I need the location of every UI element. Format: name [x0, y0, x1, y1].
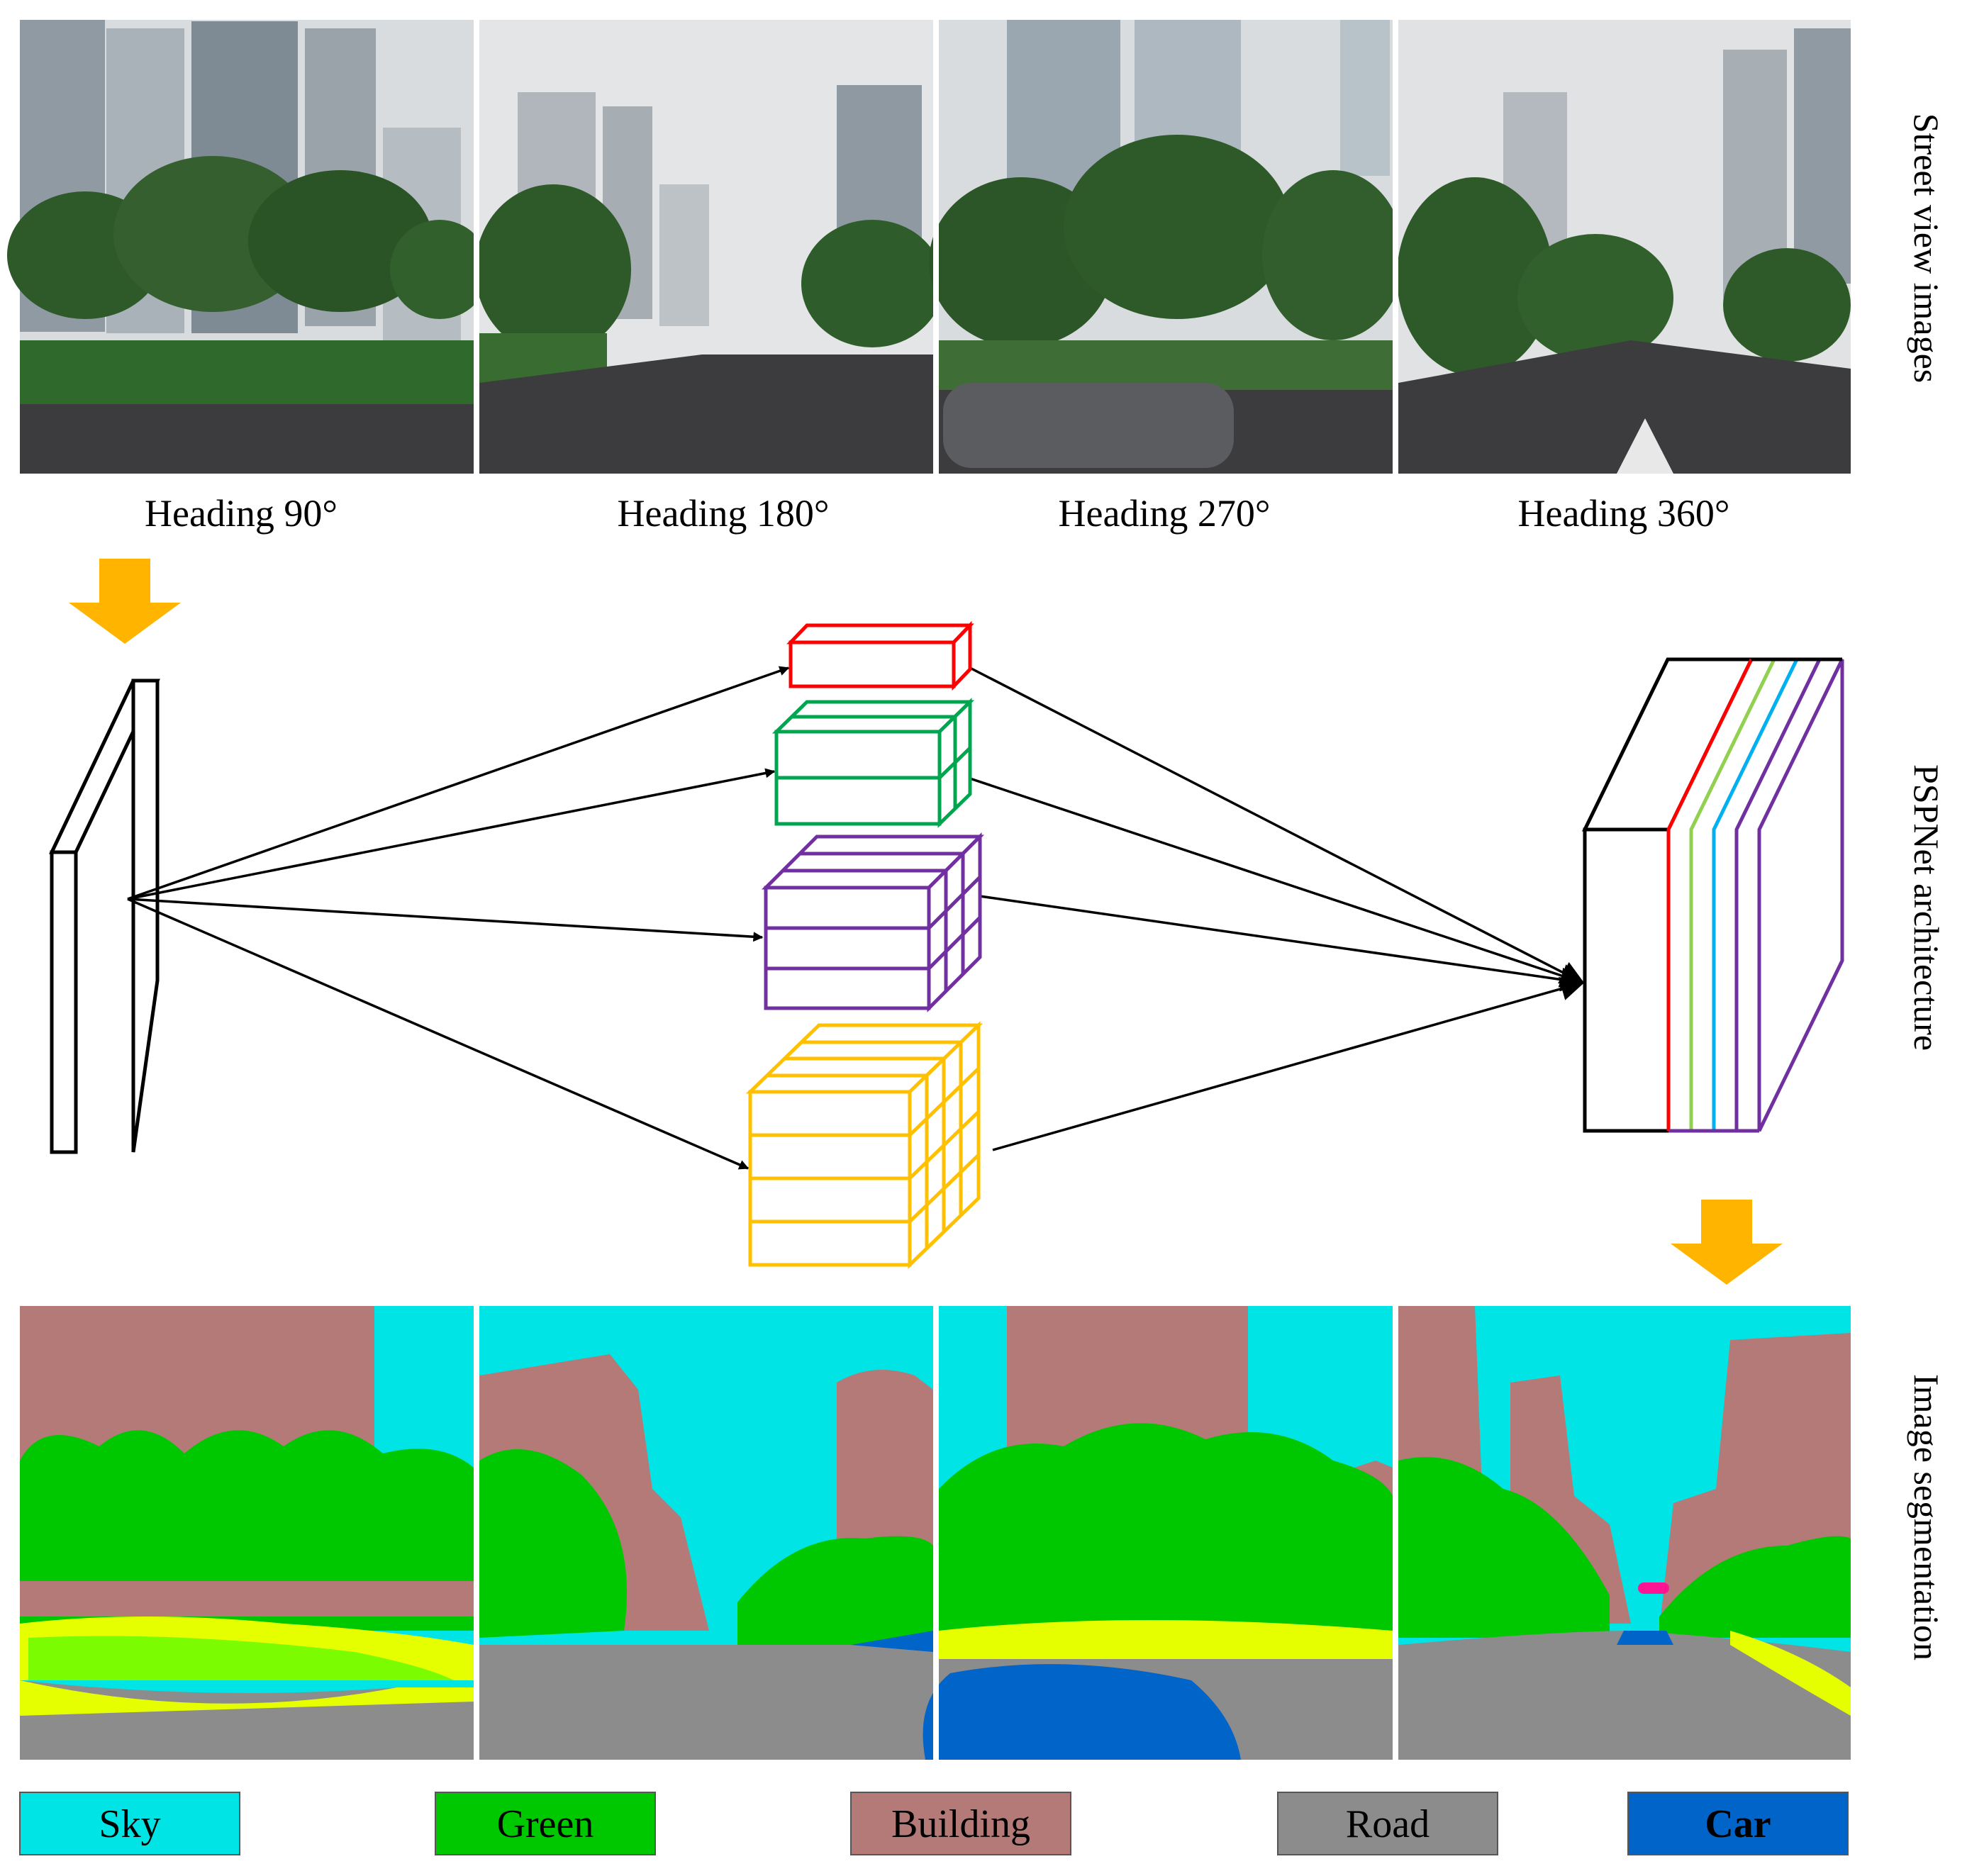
- pooling-arrows: [127, 666, 1586, 1170]
- segmentation-map-270: [923, 1306, 1393, 1760]
- legend-item-sky: Sky: [19, 1792, 240, 1855]
- segmentation-map-180: [479, 1306, 933, 1760]
- heading-label-360: Heading 360°: [1517, 492, 1729, 535]
- seg-divider-3: [1393, 1306, 1398, 1760]
- legend-item-car: Car: [1627, 1792, 1849, 1855]
- side-label-segmentation: Image segmentation: [1907, 1374, 1946, 1660]
- legend-swatch-car: [1627, 1792, 1849, 1855]
- legend-item-road: Road: [1277, 1792, 1498, 1855]
- heading-label-180: Heading 180°: [617, 492, 829, 535]
- legend-label-sky: Sky: [99, 1802, 160, 1846]
- photo-divider-3: [1393, 20, 1398, 474]
- legend-swatch-green: [435, 1792, 656, 1855]
- segmentation-map-360: [1398, 1306, 1851, 1760]
- concat-feature-block: [1582, 657, 1844, 1133]
- photo-divider-1: [474, 20, 479, 474]
- seg-divider-2: [933, 1306, 939, 1760]
- legend-label-road: Road: [1346, 1802, 1430, 1846]
- legend-label-building: Building: [891, 1802, 1030, 1846]
- legend-swatch-building: [850, 1792, 1071, 1855]
- input-feature-map: [49, 679, 160, 1154]
- legend-label-green: Green: [497, 1802, 594, 1846]
- side-labels: Street view images PSPNet architecture I…: [1907, 113, 1946, 1660]
- heading-label-90: Heading 90°: [145, 492, 338, 535]
- down-arrow-output: [1671, 1200, 1783, 1285]
- pool-block-1x1: [786, 620, 974, 691]
- legend-swatch-road: [1277, 1792, 1498, 1855]
- street-view-photo-90: [7, 20, 489, 474]
- heading-labels: Heading 90° Heading 180° Heading 270° He…: [145, 492, 1730, 535]
- street-view-photo-270: [929, 20, 1404, 474]
- heading-label-270: Heading 270°: [1058, 492, 1270, 535]
- pool-block-2x2: [771, 698, 975, 828]
- pool-block-6x6: [745, 1021, 984, 1269]
- street-view-photo-360: [1397, 20, 1851, 474]
- pool-block-3x3: [761, 832, 985, 1013]
- side-label-street-view: Street view images: [1907, 113, 1946, 383]
- legend-swatch-sky: [19, 1792, 240, 1855]
- down-arrow-input: [69, 559, 181, 644]
- legend: Sky Green Building Road Car: [19, 1792, 1849, 1855]
- street-view-images: [7, 20, 1851, 474]
- segmentation-images: [20, 1306, 1851, 1760]
- side-label-architecture: PSPNet architecture: [1907, 764, 1946, 1051]
- segmentation-map-90: [20, 1306, 474, 1760]
- street-view-photo-180: [475, 20, 943, 474]
- legend-label-car: Car: [1705, 1802, 1771, 1846]
- legend-item-building: Building: [850, 1792, 1071, 1855]
- photo-divider-2: [933, 20, 939, 474]
- seg-divider-1: [474, 1306, 479, 1760]
- legend-item-green: Green: [435, 1792, 656, 1855]
